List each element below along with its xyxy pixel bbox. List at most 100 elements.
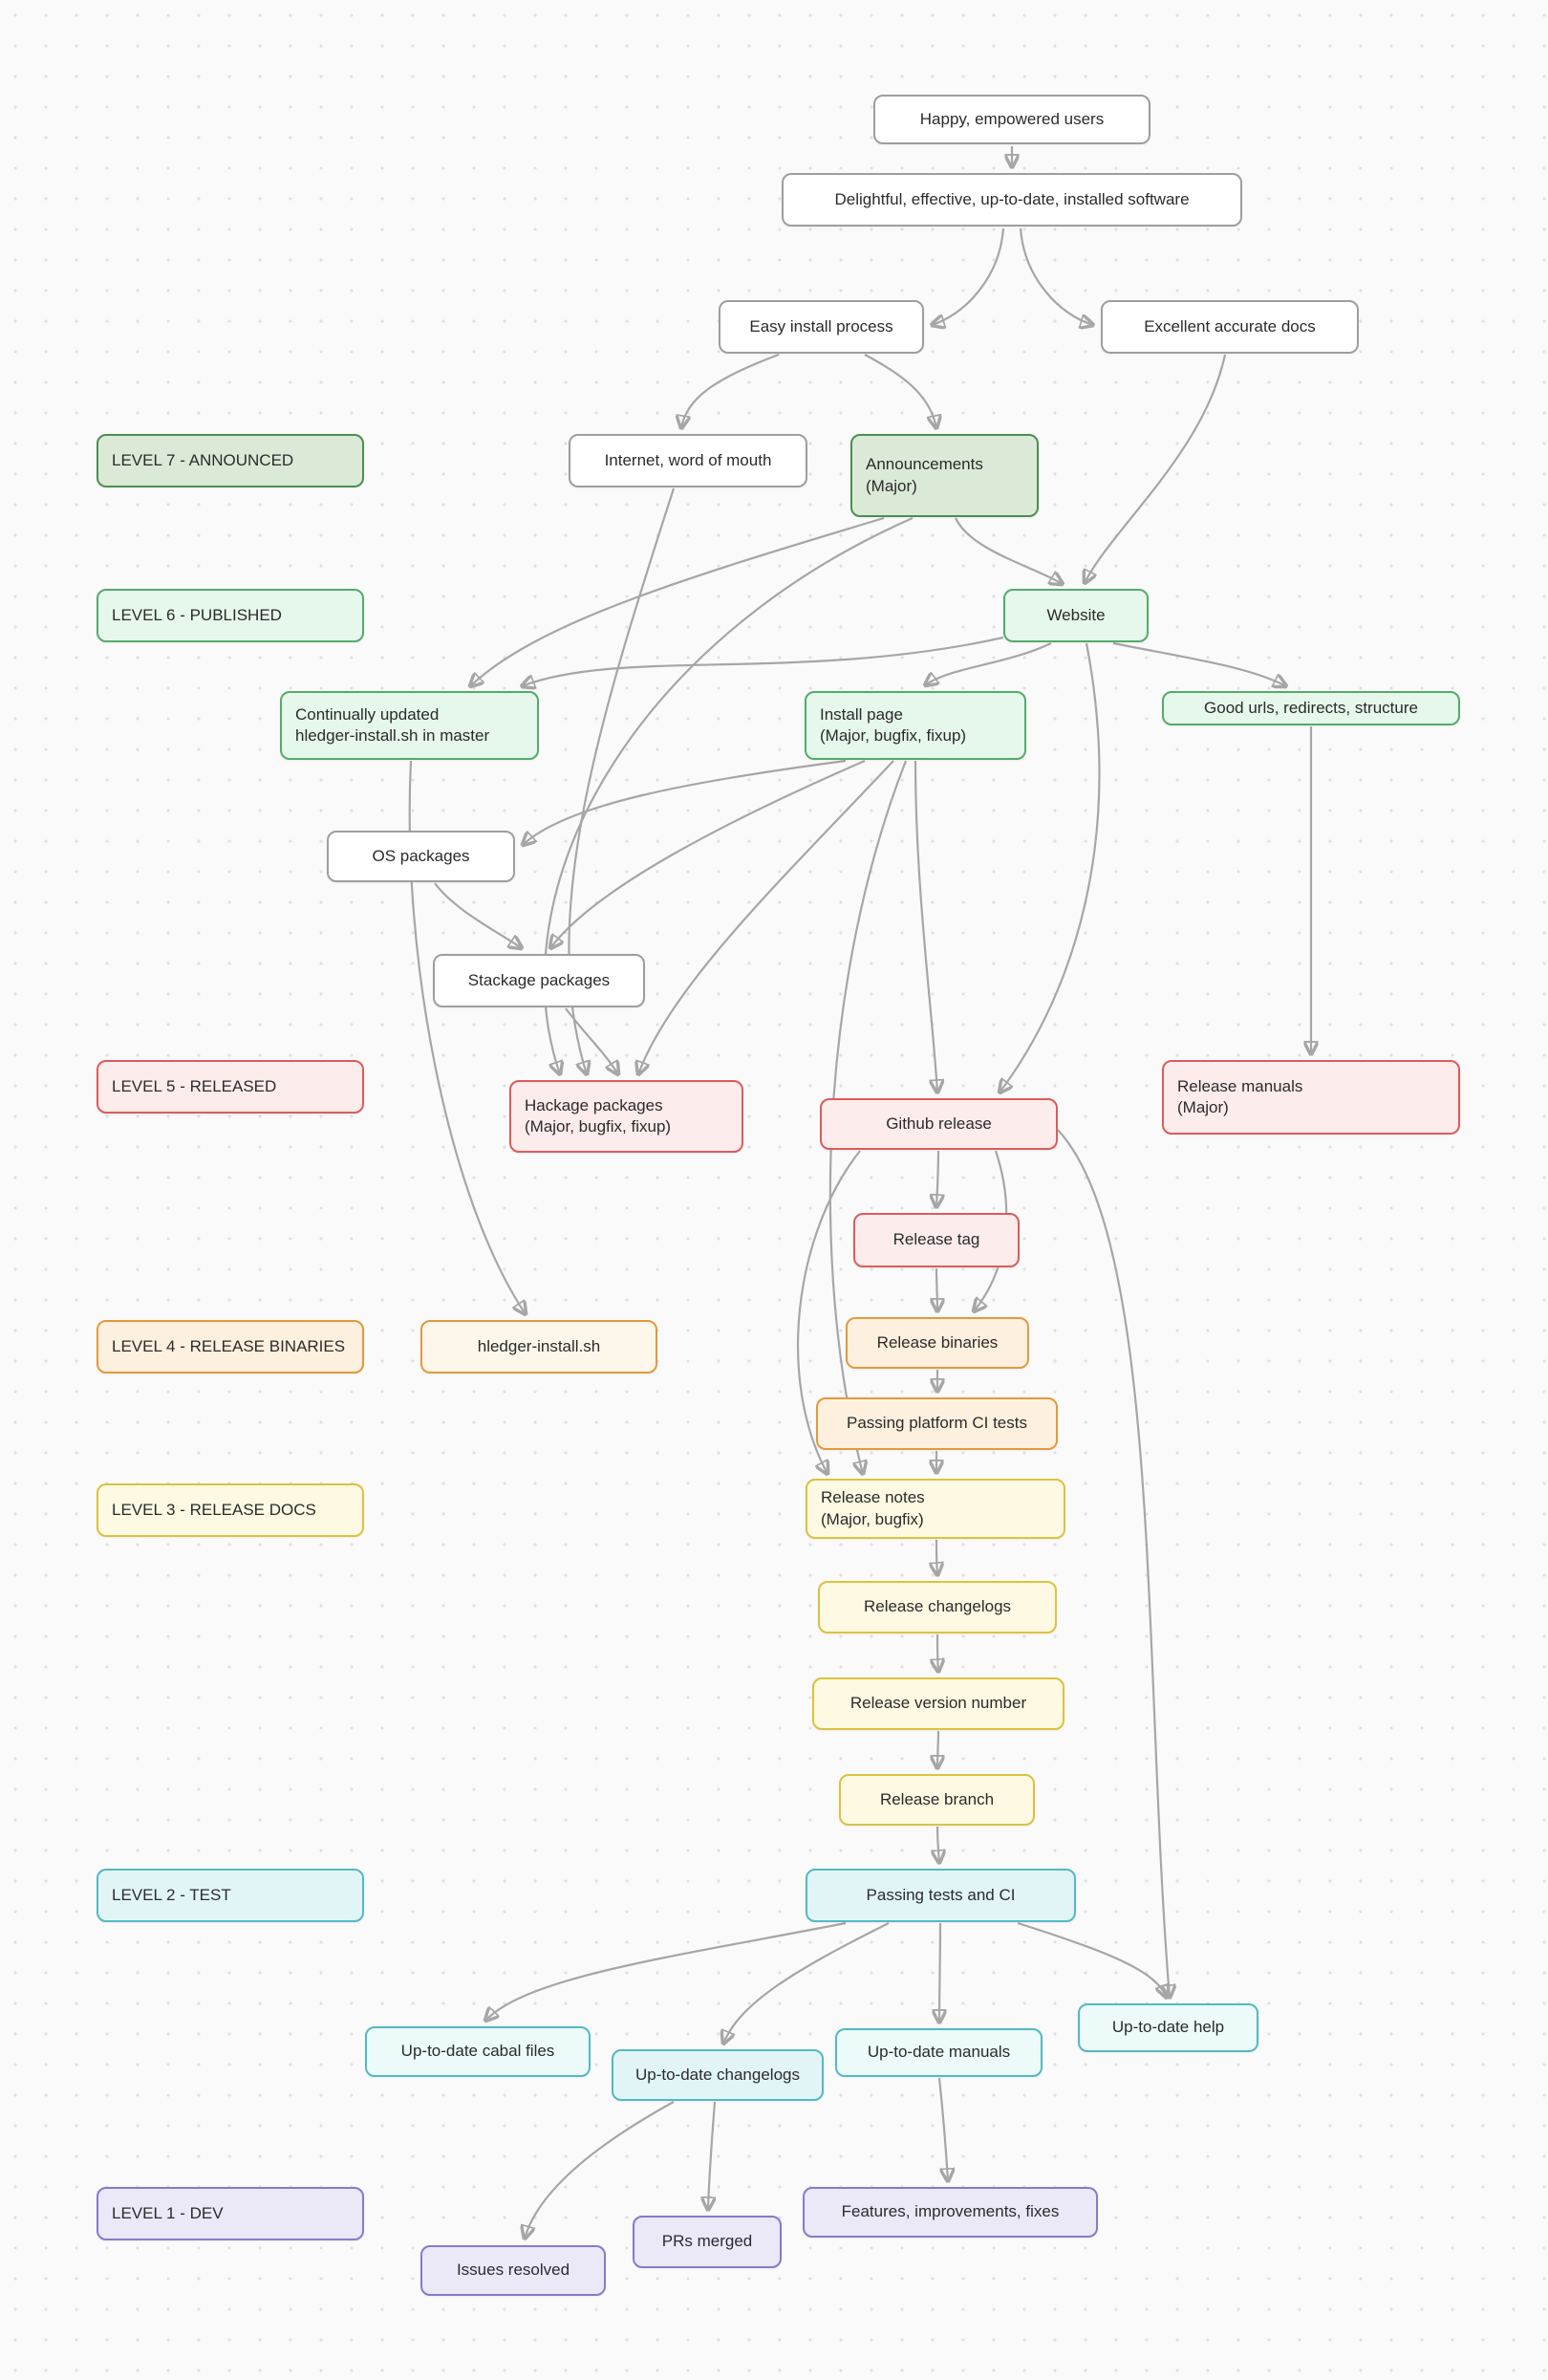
node-release-changelogs[interactable]: Release changelogs — [818, 1581, 1057, 1634]
node-label: Easy install process — [749, 316, 893, 335]
node-release-tag[interactable]: Release tag — [853, 1213, 1020, 1267]
node-up-to-date-cabal-files[interactable]: Up-to-date cabal files — [365, 2026, 591, 2077]
node-label: Excellent accurate docs — [1144, 316, 1316, 335]
node-sublabel: (Major, bugfix) — [821, 1509, 924, 1528]
node-label: Github release — [886, 1114, 992, 1133]
node-label: LEVEL 5 - RELEASED — [112, 1076, 277, 1095]
edge — [796, 1150, 861, 1474]
node-features-improvements-fixes[interactable]: Features, improvements, fixes — [803, 2187, 1098, 2238]
node-label: hledger-install.sh — [477, 1336, 601, 1355]
node-happy-users[interactable]: Happy, empowered users — [873, 95, 1150, 144]
node-continually-updated-hledger-install[interactable]: Continually updated hledger-install.sh i… — [280, 691, 539, 760]
node-label: Issues resolved — [456, 2261, 570, 2280]
node-label: Hackage packages — [525, 1095, 663, 1114]
edge — [936, 1267, 937, 1311]
node-install-page[interactable]: Install page (Major, bugfix, fixup) — [805, 691, 1026, 760]
node-hackage-packages[interactable]: Hackage packages (Major, bugfix, fixup) — [509, 1080, 743, 1153]
node-label: Release tag — [892, 1230, 980, 1249]
edge — [523, 759, 847, 845]
edge — [434, 882, 522, 948]
node-release-binaries[interactable]: Release binaries — [846, 1317, 1029, 1369]
node-label: LEVEL 4 - RELEASE BINARIES — [112, 1336, 346, 1355]
node-label: Features, improvements, fixes — [841, 2202, 1060, 2221]
level-label-1-dev[interactable]: LEVEL 1 - DEV — [97, 2187, 364, 2240]
node-passing-tests-and-ci[interactable]: Passing tests and CI — [806, 1869, 1076, 1922]
level-label-4-release-binaries[interactable]: LEVEL 4 - RELEASE BINARIES — [97, 1320, 364, 1374]
level-label-2-test[interactable]: LEVEL 2 - TEST — [97, 1869, 364, 1922]
node-release-version-number[interactable]: Release version number — [812, 1677, 1064, 1730]
node-issues-resolved[interactable]: Issues resolved — [420, 2245, 606, 2296]
node-internet-word-of-mouth[interactable]: Internet, word of mouth — [569, 434, 807, 487]
edge — [936, 1150, 938, 1207]
node-label: Up-to-date help — [1111, 2018, 1225, 2037]
node-label: Happy, empowered users — [919, 109, 1105, 128]
node-label: Install page — [820, 704, 903, 724]
node-label: Website — [1046, 605, 1106, 624]
edge — [1019, 227, 1093, 325]
node-label: LEVEL 3 - RELEASE DOCS — [112, 1500, 316, 1519]
node-label: Release notes — [821, 1488, 925, 1507]
node-hledger-install-sh[interactable]: hledger-install.sh — [420, 1320, 657, 1374]
level-label-7-announced[interactable]: LEVEL 7 - ANNOUNCED — [97, 434, 364, 487]
node-release-manuals[interactable]: Release manuals (Major) — [1162, 1060, 1460, 1135]
node-sublabel: hledger-install.sh in master — [295, 726, 490, 745]
node-label: LEVEL 2 - TEST — [112, 1885, 231, 1904]
node-label: LEVEL 6 - PUBLISHED — [112, 605, 282, 624]
node-announcements[interactable]: Announcements (Major) — [850, 434, 1039, 517]
edge — [939, 1922, 940, 2023]
edge — [864, 354, 936, 428]
node-prs-merged[interactable]: PRs merged — [633, 2216, 782, 2268]
node-label: LEVEL 7 - ANNOUNCED — [112, 450, 294, 469]
node-up-to-date-manuals[interactable]: Up-to-date manuals — [835, 2028, 1043, 2077]
edge — [937, 1730, 938, 1768]
edge — [525, 2101, 675, 2239]
node-label: LEVEL 1 - DEV — [112, 2203, 224, 2222]
edge — [937, 1826, 939, 1863]
node-label: Up-to-date changelogs — [634, 2065, 800, 2084]
edge — [1000, 642, 1101, 1093]
edge — [932, 227, 1005, 325]
node-passing-platform-ci-tests[interactable]: Passing platform CI tests — [816, 1397, 1058, 1450]
node-stackage-packages[interactable]: Stackage packages — [433, 954, 645, 1007]
edge — [522, 636, 1004, 686]
node-label: Release manuals — [1177, 1076, 1303, 1095]
node-label: Release branch — [879, 1789, 995, 1808]
node-label: OS packages — [372, 846, 470, 865]
node-easy-install-process[interactable]: Easy install process — [719, 300, 924, 354]
node-sublabel: (Major, bugfix, fixup) — [525, 1117, 672, 1136]
node-release-branch[interactable]: Release branch — [839, 1774, 1035, 1826]
node-label: Good urls, redirects, structure — [1204, 698, 1418, 717]
node-label: Release version number — [849, 1694, 1027, 1713]
node-up-to-date-help[interactable]: Up-to-date help — [1078, 2003, 1258, 2052]
node-label: Announcements — [866, 455, 983, 474]
edge — [937, 2077, 948, 2181]
node-excellent-accurate-docs[interactable]: Excellent accurate docs — [1101, 300, 1359, 354]
node-sublabel: (Major) — [866, 476, 917, 495]
edge — [708, 2101, 717, 2210]
node-label: Stackage packages — [467, 970, 611, 989]
level-label-5-released[interactable]: LEVEL 5 - RELEASED — [97, 1060, 364, 1114]
node-github-release[interactable]: Github release — [820, 1098, 1058, 1150]
node-os-packages[interactable]: OS packages — [327, 831, 515, 882]
node-website[interactable]: Website — [1003, 589, 1149, 642]
edge — [550, 759, 866, 948]
level-label-6-published[interactable]: LEVEL 6 - PUBLISHED — [97, 589, 364, 642]
edge — [1017, 1921, 1167, 1998]
node-label: Continually updated — [295, 704, 440, 724]
node-label: Up-to-date manuals — [867, 2043, 1011, 2062]
node-label: Release binaries — [876, 1332, 999, 1352]
edge — [936, 1539, 937, 1575]
node-label: Passing platform CI tests — [847, 1414, 1027, 1433]
edge — [1112, 641, 1286, 686]
level-label-3-release-docs[interactable]: LEVEL 3 - RELEASE DOCS — [97, 1483, 364, 1537]
node-label: Passing tests and CI — [866, 1885, 1016, 1904]
node-up-to-date-changelogs[interactable]: Up-to-date changelogs — [612, 2049, 824, 2101]
node-good-urls[interactable]: Good urls, redirects, structure — [1162, 691, 1460, 725]
edge — [485, 1921, 847, 2021]
node-release-notes[interactable]: Release notes (Major, bugfix) — [806, 1479, 1065, 1539]
edge — [470, 516, 885, 686]
node-delightful-software[interactable]: Delightful, effective, up-to-date, insta… — [782, 173, 1242, 227]
edge — [565, 1007, 618, 1074]
